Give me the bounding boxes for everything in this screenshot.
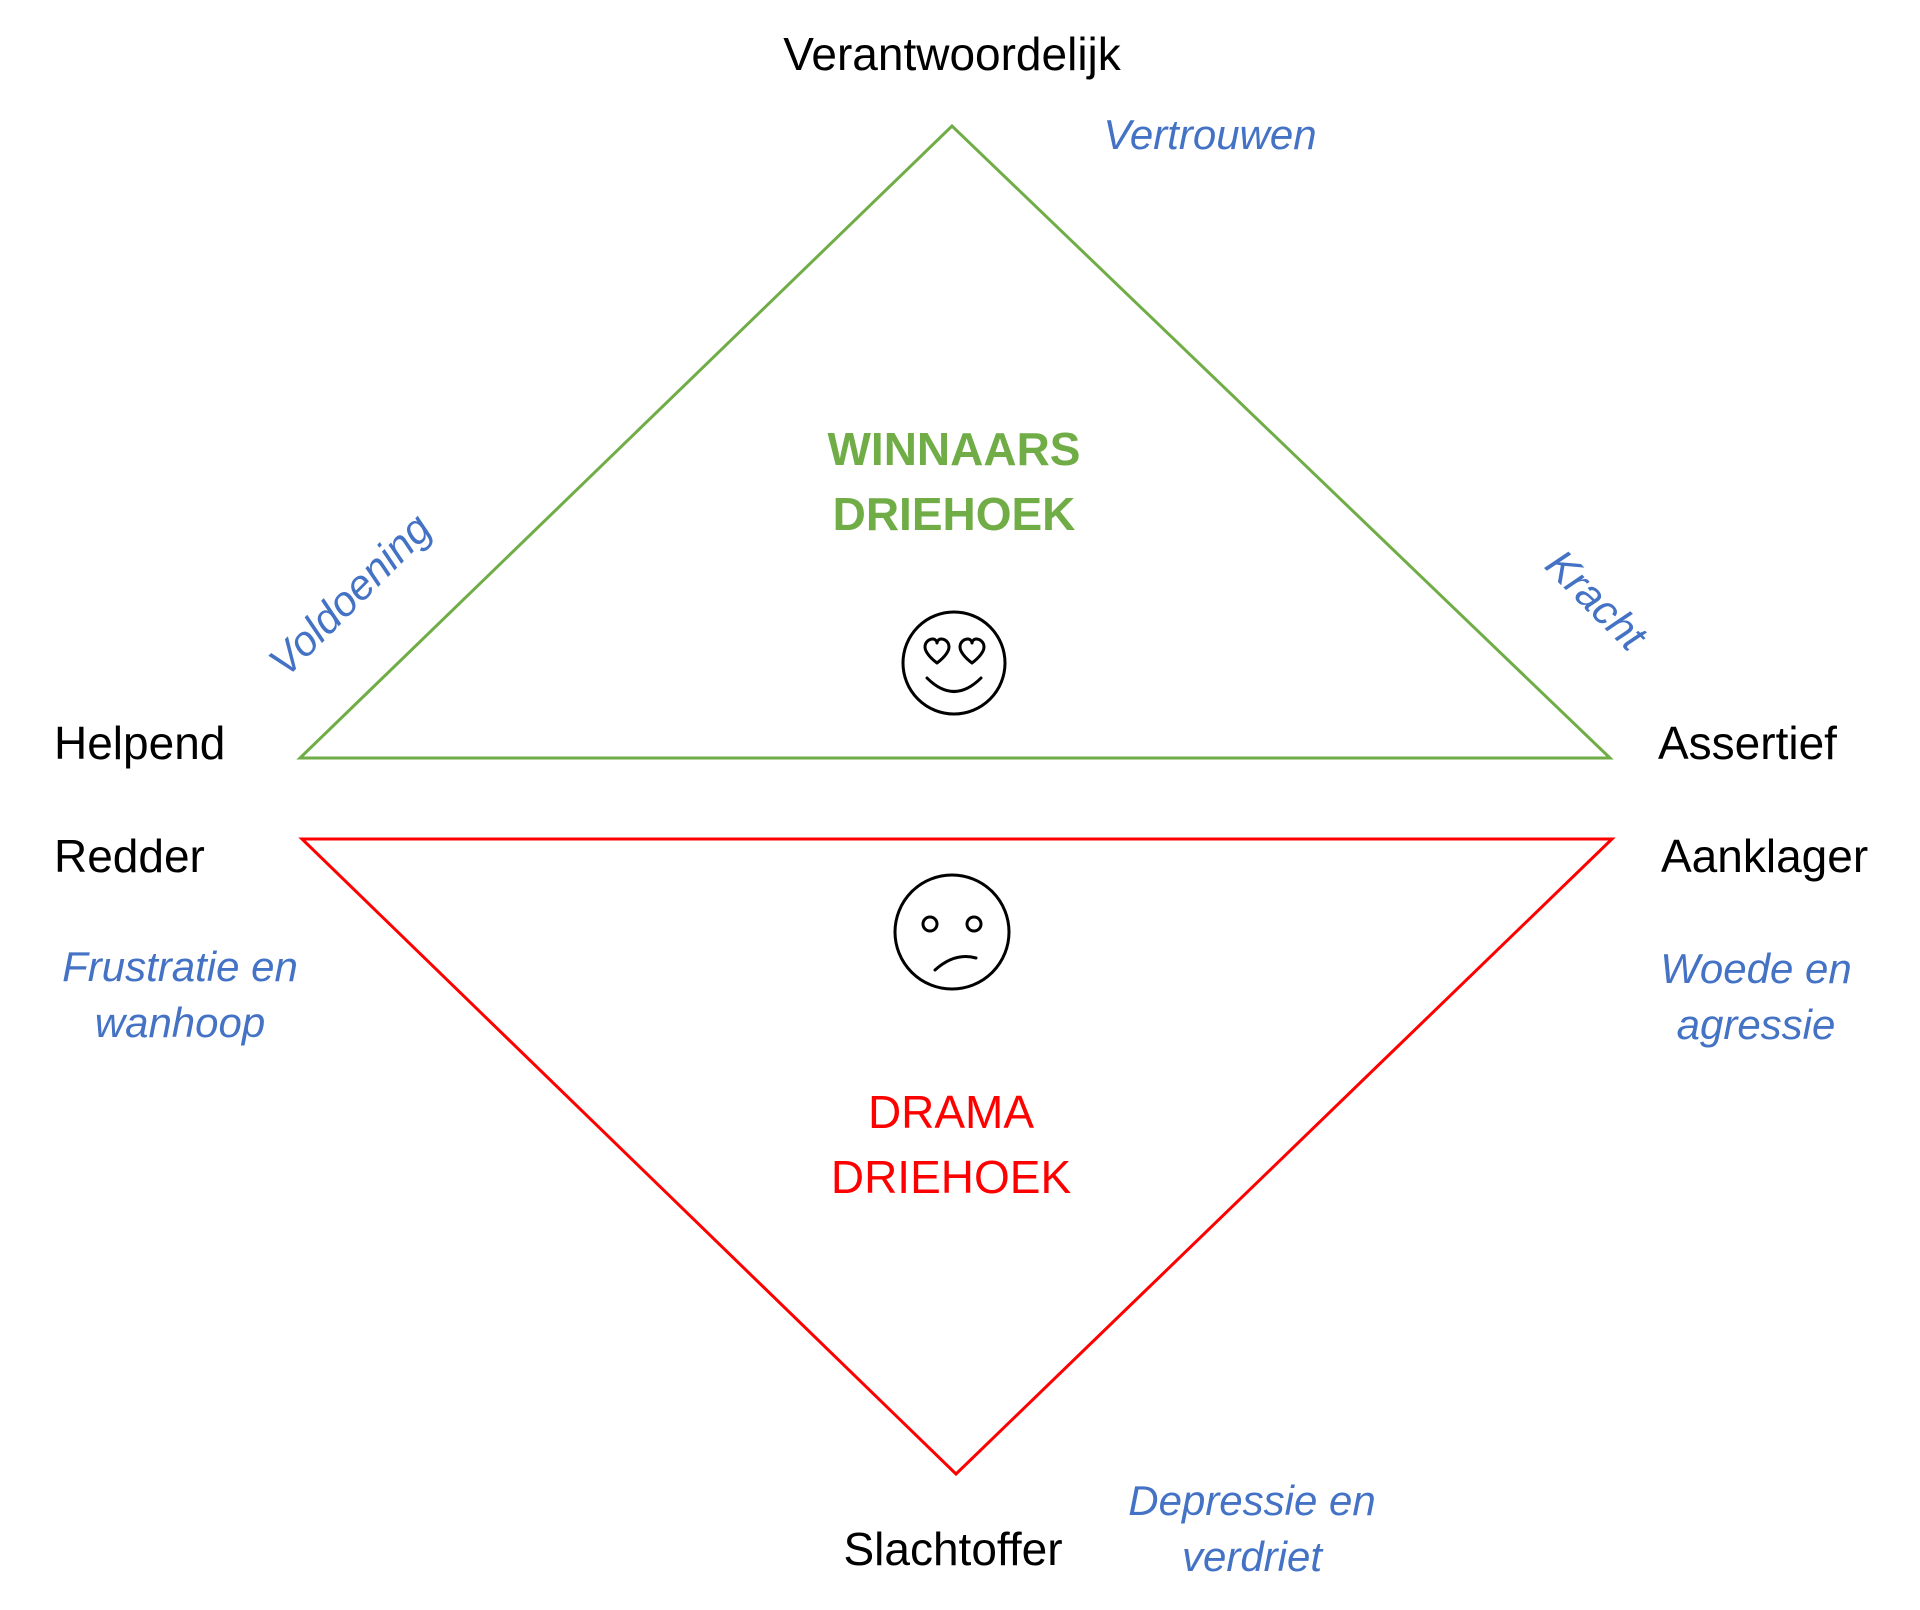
emotion-woede-line2: agressie: [1677, 1001, 1836, 1048]
role-helpend: Helpend: [54, 717, 225, 769]
winner-triangle: [296, 123, 1614, 760]
drama-triangle: [298, 837, 1616, 1477]
emotion-frustratie-line2: wanhoop: [95, 999, 265, 1046]
role-assertief: Assertief: [1658, 717, 1837, 769]
emotion-voldoening: Voldoening: [259, 504, 440, 685]
heart-eyes-smiley-icon: [901, 610, 1007, 716]
emotion-vertrouwen: Vertrouwen: [1103, 111, 1316, 158]
role-slachtoffer: Slachtoffer: [843, 1523, 1062, 1575]
winner-title-line2: DRIEHOEK: [833, 488, 1076, 540]
role-redder: Redder: [54, 830, 205, 882]
emotion-frustratie-line1: Frustratie en: [62, 943, 298, 990]
emotion-woede-line1: Woede en: [1660, 945, 1851, 992]
emotion-depressie-line2: verdriet: [1182, 1533, 1324, 1580]
drama-title-line1: DRAMA: [868, 1086, 1034, 1138]
sad-face-icon: [893, 873, 1011, 991]
role-verantwoordelijk: Verantwoordelijk: [783, 28, 1122, 80]
drama-title-line2: DRIEHOEK: [831, 1151, 1072, 1203]
emotion-depressie-line1: Depressie en: [1128, 1477, 1375, 1524]
emotion-kracht: Kracht: [1537, 540, 1658, 661]
role-aanklager: Aanklager: [1661, 830, 1868, 882]
winner-title-line1: WINNAARS: [828, 423, 1081, 475]
